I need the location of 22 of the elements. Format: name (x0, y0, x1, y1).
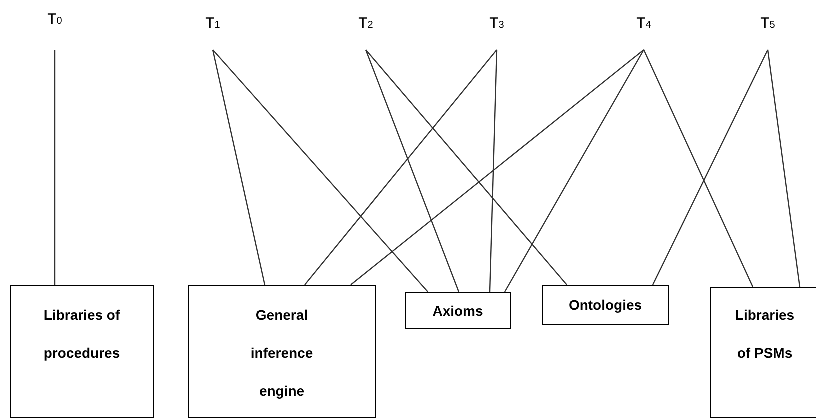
connector-line (366, 50, 568, 286)
component-box (10, 285, 154, 418)
connector-line (212, 50, 428, 292)
box-label: Libraries of PSMs (735, 306, 795, 363)
connector-line (504, 50, 645, 292)
connector-line (652, 50, 769, 286)
connector-line (54, 50, 56, 285)
connector-line (212, 50, 266, 286)
box-label: Ontologies (568, 296, 642, 315)
connector-line (643, 50, 754, 288)
connector-line (365, 50, 460, 292)
component-box (188, 285, 376, 418)
component-box (405, 292, 511, 329)
connector-line (767, 50, 801, 288)
connector-line (350, 50, 644, 286)
connector-line (304, 50, 498, 286)
box-label: Libraries of procedures (44, 306, 120, 363)
connector-line (489, 50, 498, 292)
component-box (710, 287, 816, 418)
box-label: Axioms (432, 302, 484, 321)
component-box (542, 285, 669, 325)
box-label: General inference engine (250, 306, 314, 401)
